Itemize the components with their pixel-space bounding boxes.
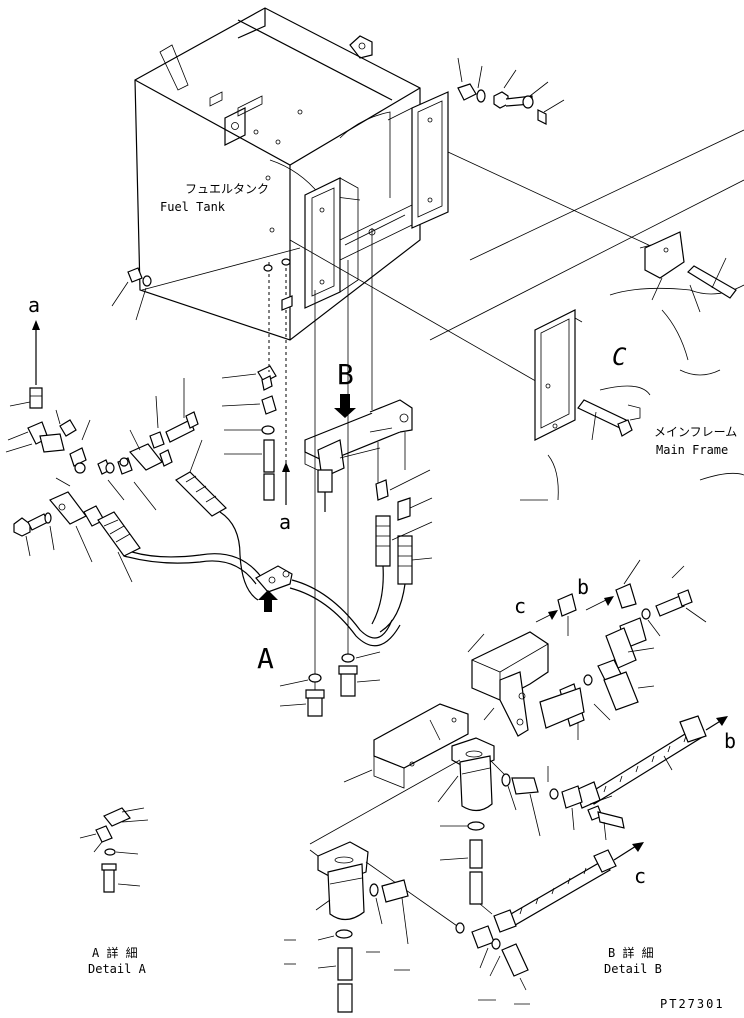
detail-b-label-en: Detail B: [604, 962, 662, 976]
arrow-a-up: [32, 320, 40, 385]
connection-label-b-arrow: b: [577, 575, 589, 599]
connection-label-c-arrow: c: [514, 594, 526, 618]
frame-mount-bracket: [534, 309, 583, 441]
fuel-tank-label-en: Fuel Tank: [160, 200, 226, 214]
arrow-a-mid: [282, 462, 290, 505]
main-frame-label-jp: メインフレーム: [654, 425, 737, 439]
view-label-a: A: [257, 642, 274, 675]
tank-mount-bracket-rear: [387, 91, 449, 229]
hose-c: c: [455, 842, 646, 1005]
fuel-hose-left: [97, 439, 263, 601]
detail-b-arrows: [535, 596, 614, 623]
tank-cross-member: [339, 204, 413, 261]
detail-a-clamp: [255, 565, 401, 647]
main-frame-label-en: Main Frame: [656, 443, 728, 457]
alignment-lines: [141, 129, 744, 396]
fuel-tank: [134, 7, 421, 341]
tank-bolt-set-top: [457, 57, 565, 125]
tank-mount-bracket-front: [304, 177, 359, 309]
bolt-stack-center: [221, 258, 293, 501]
frame-letter: C: [612, 343, 627, 371]
filter-bracket-b: [304, 399, 413, 512]
left-bolts: [13, 378, 199, 557]
connection-label-b-right: b: [724, 729, 736, 753]
hose-b: b: [575, 715, 736, 809]
view-arrow-a: [258, 590, 278, 612]
filter-lower-parts: [284, 879, 410, 1013]
filter-fittings-b: [371, 469, 433, 633]
detail-b-label-jp: B 詳 細: [608, 945, 654, 960]
left-fitting-stack: [5, 387, 65, 453]
view-arrow-b: [334, 394, 356, 418]
detail-b-bracket: [467, 631, 549, 737]
detail-a-label-jp: A 詳 細: [92, 945, 138, 960]
fuel-filter-upper: [437, 737, 541, 837]
connection-label-a-mid: a: [279, 510, 291, 534]
detail-b-elbows: [557, 559, 707, 637]
left-clamp-parts: [55, 409, 157, 511]
fuel-filter-lower: [309, 759, 461, 929]
filter-mount-bracket-upper: [343, 703, 469, 789]
frame-bolt: [577, 399, 633, 441]
filter-upper-lower-parts: [439, 821, 485, 905]
detail-a-label-en: Detail A: [88, 962, 147, 976]
detail-a-view: [79, 807, 149, 893]
lower-bolt-set-a: [279, 651, 381, 717]
hose-b-end-fittings: [547, 766, 625, 841]
detail-b-filter-head: [539, 617, 655, 740]
fuel-tank-label-jp: フュエルタンク: [185, 182, 269, 196]
left-hose-ends: [49, 429, 173, 563]
view-label-b: B: [337, 358, 354, 391]
drawing-number: PT27301: [660, 997, 725, 1011]
vertical-leads: [314, 228, 373, 690]
tank-bolt-set-left: [111, 267, 152, 321]
connection-label-a-top: a: [28, 293, 40, 317]
frame-side-bracket: [644, 231, 737, 313]
connection-label-c-right: c: [634, 864, 646, 888]
